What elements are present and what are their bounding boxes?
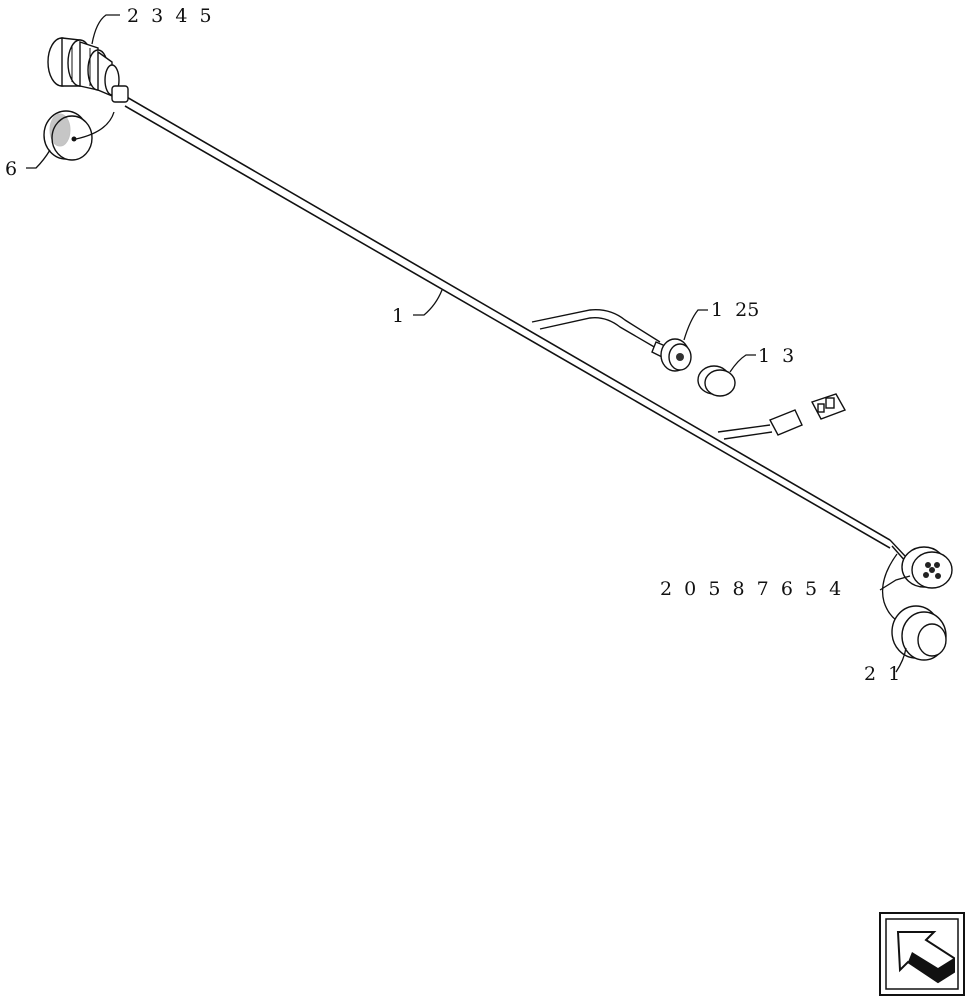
callout-right-cap: 2 1 bbox=[864, 663, 900, 685]
lower-branch-wire bbox=[717, 424, 773, 440]
top-connector bbox=[47, 37, 129, 103]
callout-top-connector: 2 3 4 5 bbox=[127, 5, 212, 27]
leader-1 bbox=[413, 289, 443, 316]
branch-cap bbox=[697, 365, 736, 397]
leader-13 bbox=[729, 354, 756, 373]
leader-21 bbox=[895, 647, 907, 673]
callout-cap-left: 6 bbox=[5, 158, 17, 180]
callout-right-connector: 2 0 5 8 7 6 5 4 bbox=[660, 578, 841, 600]
dust-cap-left bbox=[43, 110, 115, 161]
right-cap bbox=[891, 605, 947, 661]
right-connector bbox=[881, 539, 953, 621]
leader-125 bbox=[683, 309, 708, 341]
main-harness-wire bbox=[124, 95, 891, 549]
return-arrow-icon[interactable] bbox=[879, 912, 965, 996]
leader-right bbox=[879, 575, 911, 591]
leader-top bbox=[91, 14, 120, 45]
plug-connectors bbox=[769, 393, 847, 436]
branch-connector bbox=[651, 338, 692, 372]
leader-6 bbox=[26, 149, 51, 169]
callout-branch-cap: 1 3 bbox=[758, 345, 794, 367]
callout-main-harness: 1 bbox=[392, 305, 404, 327]
callout-branch-connector: 1 25 bbox=[711, 299, 759, 321]
upper-branch-wire bbox=[531, 309, 661, 349]
